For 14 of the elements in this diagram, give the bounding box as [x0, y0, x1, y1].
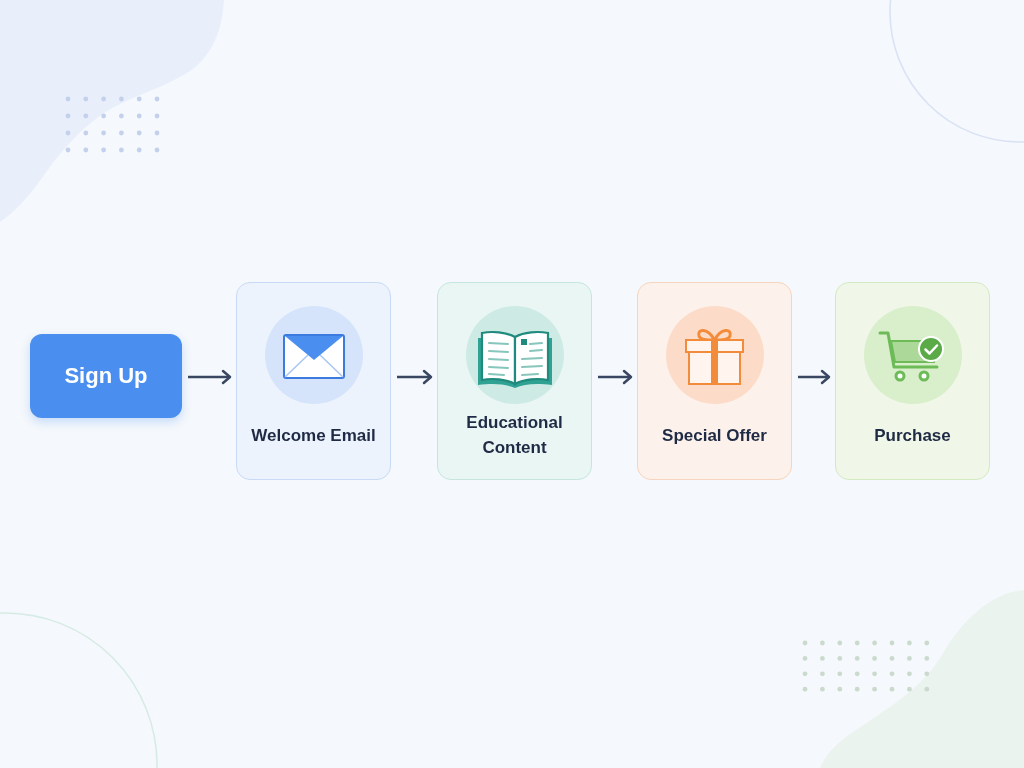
arrow: [598, 369, 633, 385]
step-label: Purchase: [874, 424, 951, 447]
step-label: Special Offer: [662, 424, 767, 447]
step-card: [437, 282, 592, 480]
arrow: [798, 369, 831, 385]
step-label: Sign Up: [64, 362, 148, 390]
step-label: Educational Content: [465, 412, 564, 459]
step-card: [637, 282, 792, 480]
arrow: [188, 369, 232, 385]
arrow: [397, 369, 433, 385]
step-label: Welcome Email: [251, 424, 376, 447]
start-step-box: [30, 334, 182, 418]
step-card: [835, 282, 990, 480]
step-card: [236, 282, 391, 480]
